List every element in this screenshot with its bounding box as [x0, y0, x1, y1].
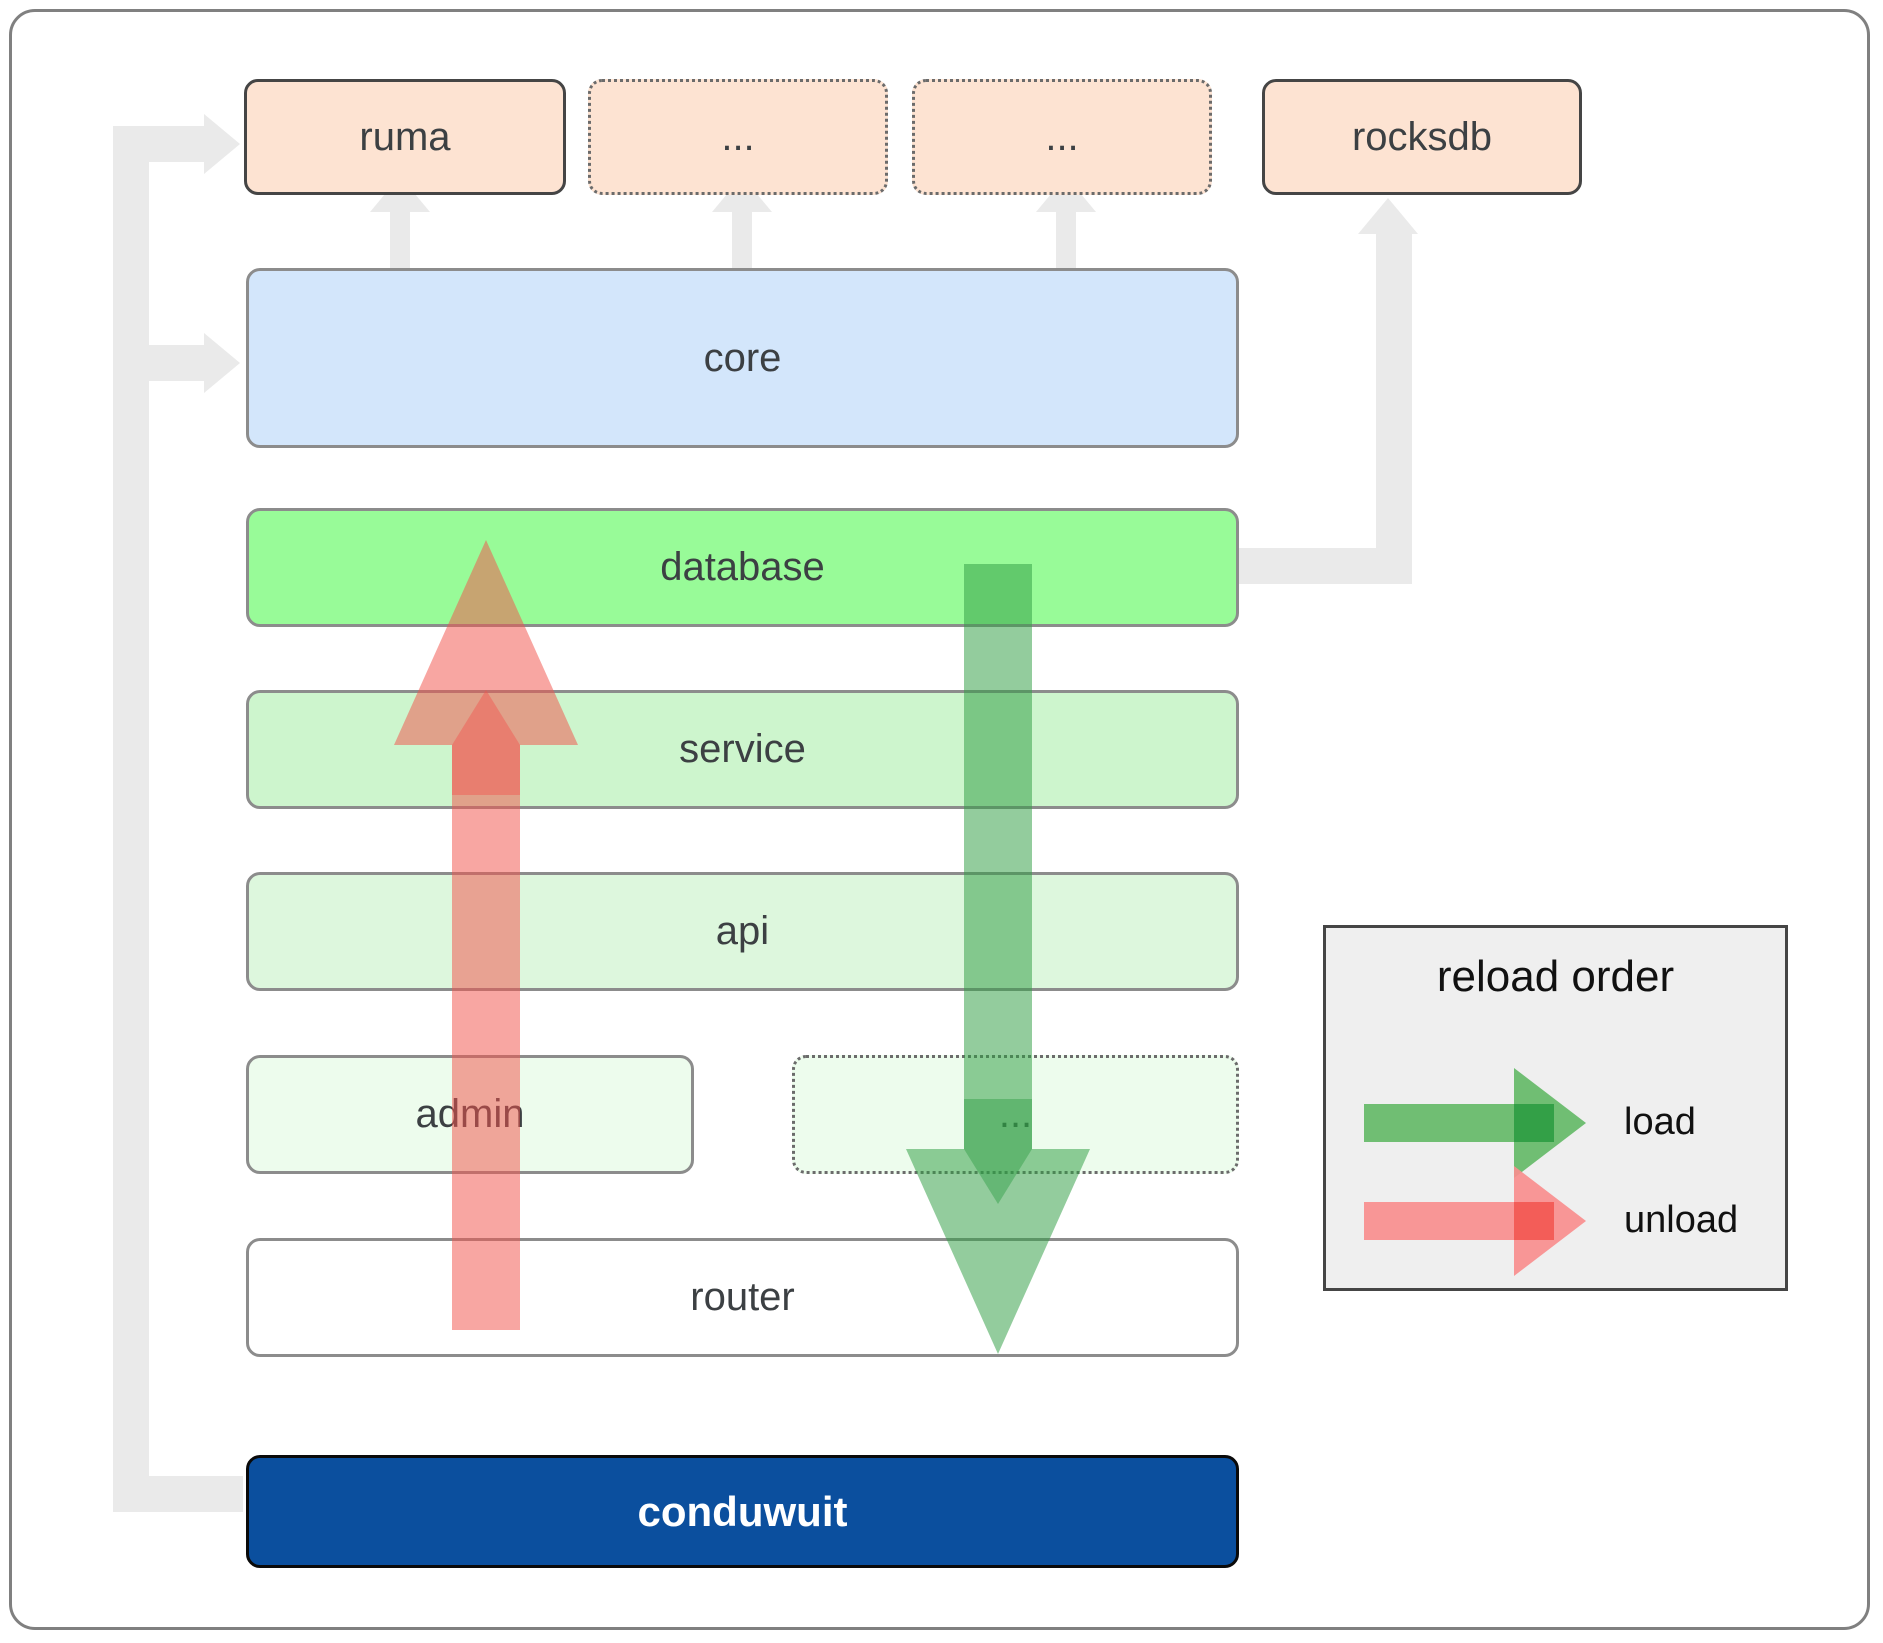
connector-core-to-dots2-stem: [1056, 208, 1076, 270]
node-router[interactable]: router: [246, 1238, 1239, 1357]
node-dots-2-label: ...: [1045, 114, 1079, 159]
node-database-label: database: [660, 545, 825, 589]
node-conduwuit-label: conduwuit: [637, 1487, 848, 1535]
connector-bottom-horizontal: [113, 1476, 243, 1512]
node-dots-1[interactable]: ...: [588, 79, 888, 195]
connector-core-to-ruma-stem: [390, 208, 410, 270]
node-dots-2[interactable]: ...: [912, 79, 1212, 195]
node-ruma[interactable]: ruma: [244, 79, 566, 195]
legend-load-label: load: [1624, 1101, 1696, 1143]
node-admin[interactable]: admin: [246, 1055, 694, 1174]
connector-core-to-dots1-stem: [732, 208, 752, 270]
node-conduwuit[interactable]: conduwuit: [246, 1455, 1239, 1568]
node-dots-3-label: ...: [998, 1092, 1033, 1136]
connector-database-to-rocksdb-head: [1358, 198, 1418, 234]
node-service-label: service: [679, 727, 806, 771]
node-dots-3[interactable]: ...: [792, 1055, 1239, 1174]
node-core[interactable]: core: [246, 268, 1239, 448]
legend-title: reload order: [1436, 952, 1675, 1001]
connector-database-to-rocksdb-vertical: [1376, 232, 1412, 562]
connector-branch-core: [149, 345, 204, 381]
connector-arrowhead-core: [204, 333, 240, 393]
node-api[interactable]: api: [246, 872, 1239, 991]
diagram-frame: [9, 9, 1870, 1630]
legend-load-arrow-icon: [1364, 1068, 1586, 1178]
legend-unload-arrow-icon: [1364, 1166, 1586, 1276]
connector-branch-ruma: [149, 126, 204, 162]
node-rocksdb[interactable]: rocksdb: [1262, 79, 1582, 195]
node-router-label: router: [690, 1275, 795, 1319]
node-dots-1-label: ...: [721, 114, 755, 159]
node-core-label: core: [703, 335, 782, 380]
connector-trunk-vertical: [113, 126, 149, 1512]
connector-arrowhead-ruma: [204, 114, 240, 174]
node-admin-label: admin: [415, 1092, 525, 1136]
node-database[interactable]: database: [246, 508, 1239, 627]
legend-reload-order: reload order load unload: [1323, 925, 1788, 1291]
legend-unload-label: unload: [1624, 1199, 1739, 1241]
node-rocksdb-label: rocksdb: [1351, 114, 1493, 159]
node-api-label: api: [715, 909, 770, 953]
node-ruma-label: ruma: [359, 114, 451, 159]
node-service[interactable]: service: [246, 690, 1239, 809]
